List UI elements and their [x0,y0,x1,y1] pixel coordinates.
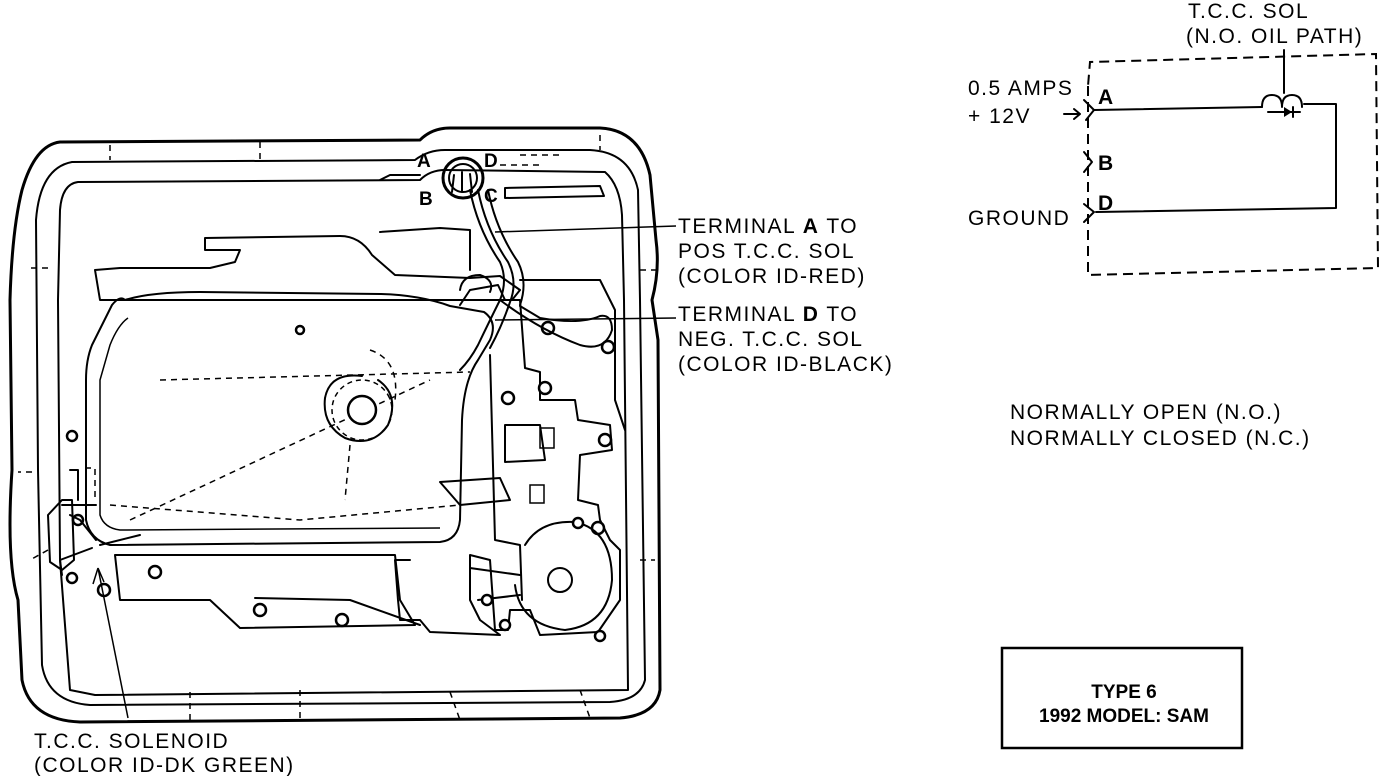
pin-d-label: D [1098,192,1113,215]
pin-a-label: A [1098,86,1113,109]
connector-letter-b: B [419,189,433,210]
solenoid-coil-icon [1261,94,1303,118]
connector-letter-a: A [417,151,431,172]
leader-terminal-d [494,317,677,321]
terminal-d-line3: (COLOR ID-BLACK) [678,353,893,376]
callout-terminal-d: TERMINAL D TO NEG. T.C.C. SOL (COLOR ID-… [678,303,893,376]
terminal-a-line2: POS T.C.C. SOL [678,240,855,263]
terminal-a-line3: (COLOR ID-RED) [678,265,866,288]
type-model-box: TYPE 6 1992 MODEL: SAM [1000,646,1244,750]
leader-terminal-a [494,225,677,233]
amps-label: 0.5 AMPS [968,77,1073,100]
callout-tcc-solenoid: T.C.C. SOLENOID (COLOR ID-DK GREEN) [34,730,295,776]
legend-normally-open: NORMALLY OPEN (N.O.) [1010,401,1282,424]
normal-state-legend: NORMALLY OPEN (N.O.) NORMALLY CLOSED (N.… [1010,401,1311,450]
terminal-d-line2: NEG. T.C.C. SOL [678,328,864,351]
connector-letter-d: D [484,151,498,172]
connector-letters: A D B C [417,151,498,210]
leader-solenoid [92,567,129,719]
legend-normally-closed: NORMALLY CLOSED (N.C.) [1010,427,1311,450]
model-label: 1992 MODEL: SAM [1039,706,1209,727]
wire-return [1095,103,1337,213]
pin-d-chevron [1083,203,1095,223]
connector-letter-c: C [484,186,498,207]
wire-a [1093,106,1263,111]
ground-label: GROUND [968,207,1070,230]
tcc-schematic: T.C.C. SOL (N.O. OIL PATH) A B D 0.5 AMP… [968,0,1380,277]
type-label: TYPE 6 [1091,682,1156,703]
svg-text:TERMINAL A TO: TERMINAL A TO [678,215,858,238]
schematic-title-line2: (N.O. OIL PATH) [1186,25,1363,48]
transmission-pan-illustration [8,126,662,724]
leader-lines [92,225,677,719]
solenoid-line1: T.C.C. SOLENOID [34,730,229,753]
svg-text:TERMINAL D TO: TERMINAL D TO [678,303,858,326]
pin-b-chevron [1083,151,1093,173]
schematic-enclosure [1087,52,1380,277]
schematic-title-line1: T.C.C. SOL [1188,0,1309,23]
input-arrow-icon [1063,108,1081,120]
solenoid-line2: (COLOR ID-DK GREEN) [34,754,295,776]
pin-b-label: B [1098,152,1113,175]
volts-label: + 12V [968,105,1031,128]
callout-terminal-a: TERMINAL A TO POS T.C.C. SOL (COLOR ID-R… [678,215,866,288]
pin-a-chevron [1083,99,1095,121]
